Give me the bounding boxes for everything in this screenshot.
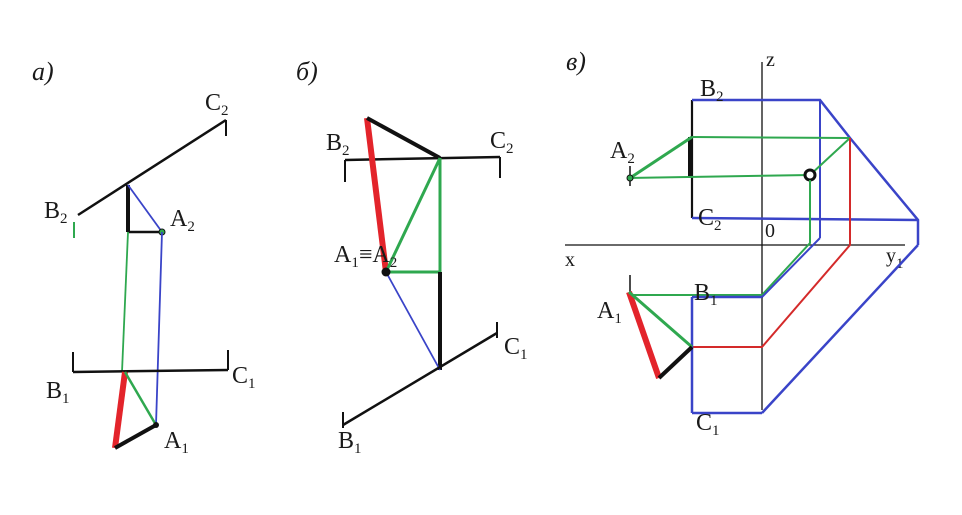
black-top-b bbox=[366, 116, 441, 160]
blue-diag-lower bbox=[761, 244, 919, 414]
marker-circle-v bbox=[803, 168, 817, 182]
green-diag-b bbox=[384, 157, 442, 273]
label-b2-b: B2 bbox=[326, 130, 350, 159]
origin-label: 0 bbox=[765, 220, 775, 242]
label-b2-a: B2 bbox=[44, 198, 68, 227]
label-c1-b: C1 bbox=[504, 334, 528, 363]
black-base-a bbox=[114, 423, 157, 450]
panel-a-title: а) bbox=[32, 57, 54, 86]
black-base-v bbox=[657, 345, 694, 380]
label-a2-a: A2 bbox=[170, 206, 195, 235]
label-c2-a: C2 bbox=[205, 90, 229, 119]
panel-v: в) z x 0 y1 bbox=[565, 47, 920, 439]
red-segment-b bbox=[364, 117, 389, 273]
point-a1 bbox=[153, 422, 159, 428]
axis-y1-label: y1 bbox=[886, 245, 904, 272]
label-c1-v: C1 bbox=[696, 410, 720, 439]
blue-connector bbox=[155, 231, 163, 426]
line-b1-c1 bbox=[72, 368, 229, 374]
blue-c2-horiz bbox=[691, 216, 919, 222]
green-top-horiz bbox=[691, 136, 851, 139]
blue-diag-b bbox=[385, 271, 441, 371]
point-a2-v bbox=[626, 174, 634, 182]
line-b2-c2-b bbox=[344, 155, 501, 162]
axis-x-label: x bbox=[565, 249, 575, 271]
point-a1a2 bbox=[381, 267, 391, 277]
panel-b-title: б) bbox=[296, 57, 318, 86]
green-a2-horiz bbox=[629, 174, 811, 179]
axis-z-label: z bbox=[766, 49, 775, 71]
label-b1-v: B1 bbox=[694, 280, 718, 309]
green-connector-v bbox=[632, 180, 811, 296]
green-diag-upper bbox=[809, 137, 851, 176]
label-a1-v: A1 bbox=[597, 298, 622, 327]
panel-v-title: в) bbox=[566, 47, 586, 76]
label-c2-b: C2 bbox=[490, 128, 514, 157]
panel-b: б) B2 C2 A1≡A2 C1 B1 bbox=[296, 57, 528, 457]
line-b2-c2 bbox=[77, 118, 227, 217]
blue-to-a2 bbox=[127, 184, 163, 233]
label-a1-a: A1 bbox=[164, 428, 189, 457]
red-segment-v bbox=[626, 291, 662, 379]
label-b2-v: B2 bbox=[700, 76, 724, 105]
line-b1-c1-b bbox=[342, 331, 498, 427]
label-b1-b: B1 bbox=[338, 428, 362, 457]
label-c2-v: C2 bbox=[698, 205, 722, 234]
label-a2-v: A2 bbox=[610, 138, 635, 167]
blue-connector-lower bbox=[761, 237, 821, 298]
red-segment-a bbox=[112, 371, 128, 449]
green-connector bbox=[121, 231, 129, 373]
green-triangle-a bbox=[123, 371, 158, 426]
label-a1a2-b: A1≡A2 bbox=[334, 242, 397, 271]
panel-a: а) C2 B2 A2 B1 C1 A1 bbox=[32, 57, 256, 457]
green-a1-diag bbox=[628, 290, 693, 349]
green-a2-upper bbox=[629, 135, 693, 180]
label-b1-a: B1 bbox=[46, 378, 70, 407]
label-c1-a: C1 bbox=[232, 363, 256, 392]
red-path-v bbox=[692, 138, 851, 348]
